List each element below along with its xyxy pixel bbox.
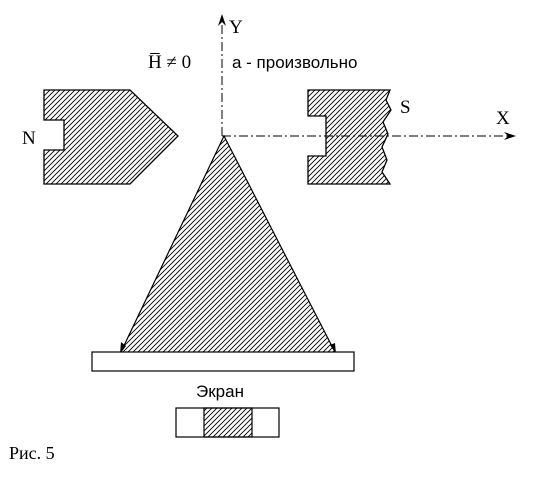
s-pole-label: S — [400, 97, 411, 118]
x-axis-arrow — [504, 132, 516, 140]
x-axis-label: X — [496, 108, 510, 129]
beam-left-arrowhead — [120, 342, 126, 354]
y-axis-arrow — [218, 14, 226, 26]
beam-cone — [119, 134, 337, 355]
n-pole-piece — [43, 89, 179, 185]
n-pole-label: N — [22, 128, 36, 149]
beam-right-arrowhead — [330, 343, 336, 354]
field-condition: H̅ ≠ 0 — [148, 52, 191, 73]
a-note: a - произвольно — [232, 53, 358, 72]
screen-spot — [203, 407, 253, 438]
figure-caption: Рис. 5 — [9, 443, 55, 463]
screen-bar — [91, 351, 355, 372]
y-axis-label: Y — [229, 17, 243, 38]
s-pole-piece — [307, 89, 392, 185]
screen-label: Экран — [196, 382, 244, 401]
